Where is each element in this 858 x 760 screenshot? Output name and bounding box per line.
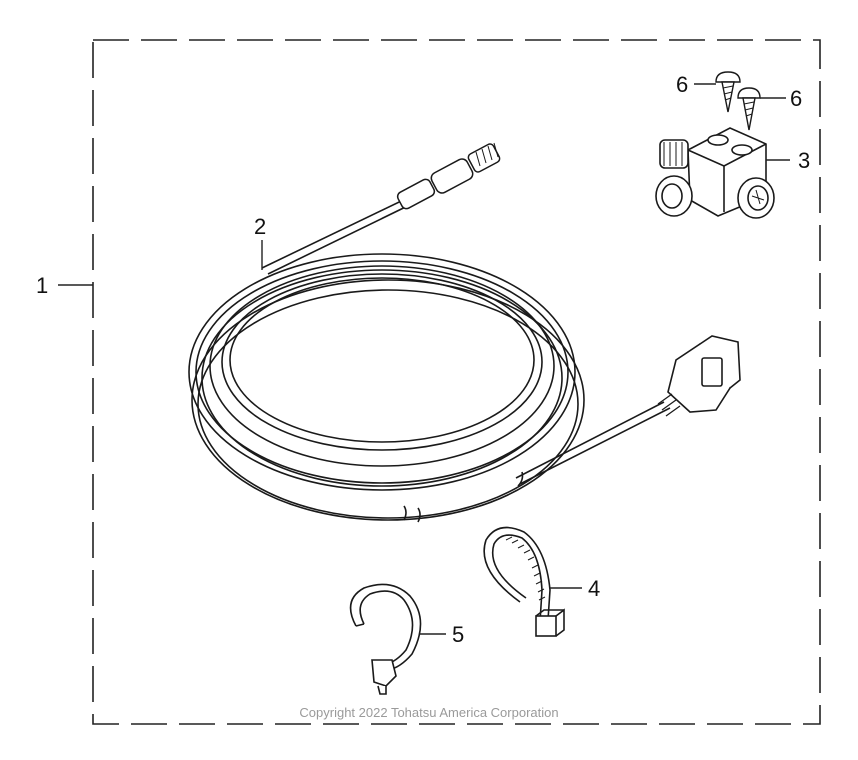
cable-round-connector [396,142,501,210]
t-connector [655,127,775,219]
screw-right [737,87,761,131]
callout-6-right: 6 [790,86,803,111]
callout-4: 4 [588,576,601,601]
callout-1: 1 [36,273,49,298]
callout-5: 5 [452,622,465,647]
cable-tie-strap [483,526,565,637]
callout-3: 3 [798,148,811,173]
cable-clamp-ring [349,583,422,695]
callout-2: 2 [254,214,267,239]
copyright-text: Copyright 2022 Tohatsu America Corporati… [299,705,559,720]
cable-coil [188,191,671,523]
callout-6-left: 6 [676,72,689,97]
cable-plug-connector [657,335,741,417]
kit-frame [92,39,821,725]
screw-left [715,71,741,113]
